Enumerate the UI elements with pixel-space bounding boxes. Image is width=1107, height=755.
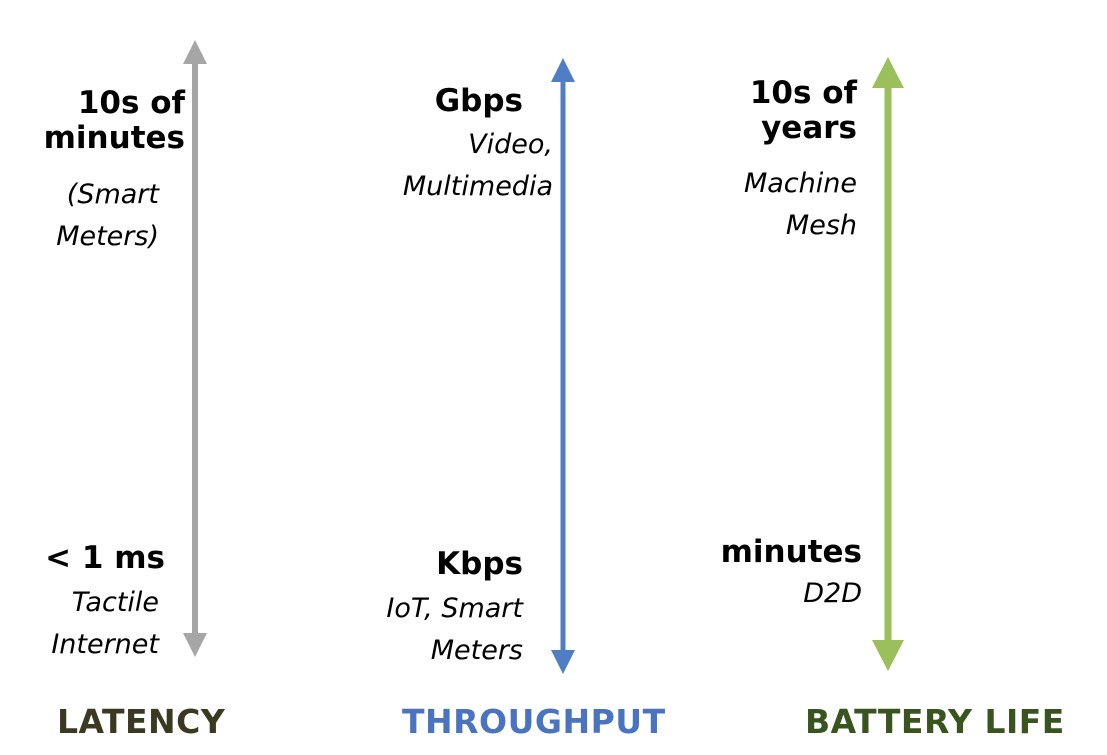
battery-life-arrow: [872, 57, 904, 671]
throughput-bottom-example: IoT, Smart Meters: [386, 593, 523, 666]
latency-top-example: (Smart Meters): [56, 179, 159, 252]
battery-bottom-value: minutes: [720, 534, 862, 570]
battery-top-value: 10s of years: [749, 75, 857, 146]
latency-bottom-value: < 1 ms: [45, 540, 165, 576]
throughput-arrow: [551, 58, 575, 674]
throughput-title: THROUGHPUT: [402, 702, 666, 741]
throughput-top-value: Gbps: [434, 83, 523, 119]
battery-top-example: Machine Mesh: [743, 168, 857, 241]
throughput-top-example: Video, Multimedia: [402, 129, 553, 202]
latency-arrow: [183, 40, 207, 657]
latency-title: LATENCY: [57, 702, 226, 741]
latency-top-value: 10s of minutes: [43, 85, 185, 156]
battery-life-title: BATTERY LIFE: [805, 702, 1065, 741]
latency-bottom-example: Tactile Internet: [51, 587, 159, 660]
throughput-bottom-value: Kbps: [436, 546, 523, 582]
battery-bottom-example: D2D: [803, 578, 862, 609]
